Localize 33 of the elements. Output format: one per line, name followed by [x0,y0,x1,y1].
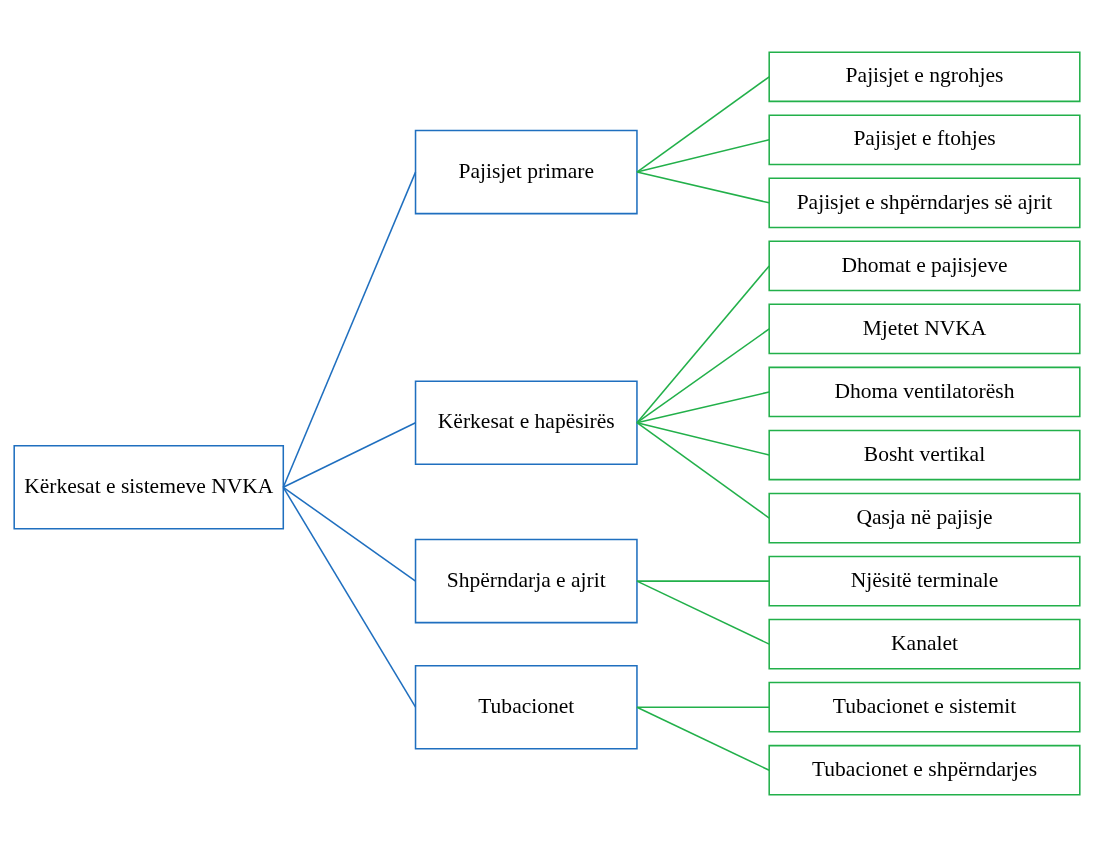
node-box: Pajisjet e shpërndarjes së ajrit [768,177,1081,229]
node-box: Dhoma ventilatorësh [768,366,1081,418]
node-box: Pajisjet e ftohjes [768,114,1081,166]
connector [282,421,417,489]
node-box: Mjetet NVKA [768,303,1081,355]
connector [636,391,770,424]
node-box: Kërkesat e sistemeve NVKA [13,445,285,530]
node-box: Tubacionet [414,664,638,750]
connector [636,139,770,173]
connector [282,171,417,489]
node-box: Pajisjet e ngrohjes [768,51,1081,103]
connector [636,171,770,204]
connector [636,706,770,771]
connector [282,486,417,708]
connector [636,328,770,424]
node-box: Bosht vertikal [768,429,1081,481]
connector [636,580,770,645]
node-box: Shpërndarja e ajrit [414,538,638,624]
node-box: Tubacionet e sistemit [768,681,1081,733]
connector [636,76,770,173]
connector [636,580,770,582]
node-box: Kanalet [768,618,1081,670]
node-box: Kërkesat e hapësirës [414,380,638,465]
connector [636,706,770,708]
node-box: Qasja në pajisje [768,492,1081,544]
connector [636,265,770,424]
connector [636,421,770,456]
node-box: Pajisjet primare [414,129,638,215]
node-box: Njësitë terminale [768,555,1081,607]
node-box: Tubacionet e shpërndarjes [768,744,1081,796]
connector [636,421,770,519]
connector [282,486,417,582]
node-box: Dhomat e pajisjeve [768,240,1081,292]
